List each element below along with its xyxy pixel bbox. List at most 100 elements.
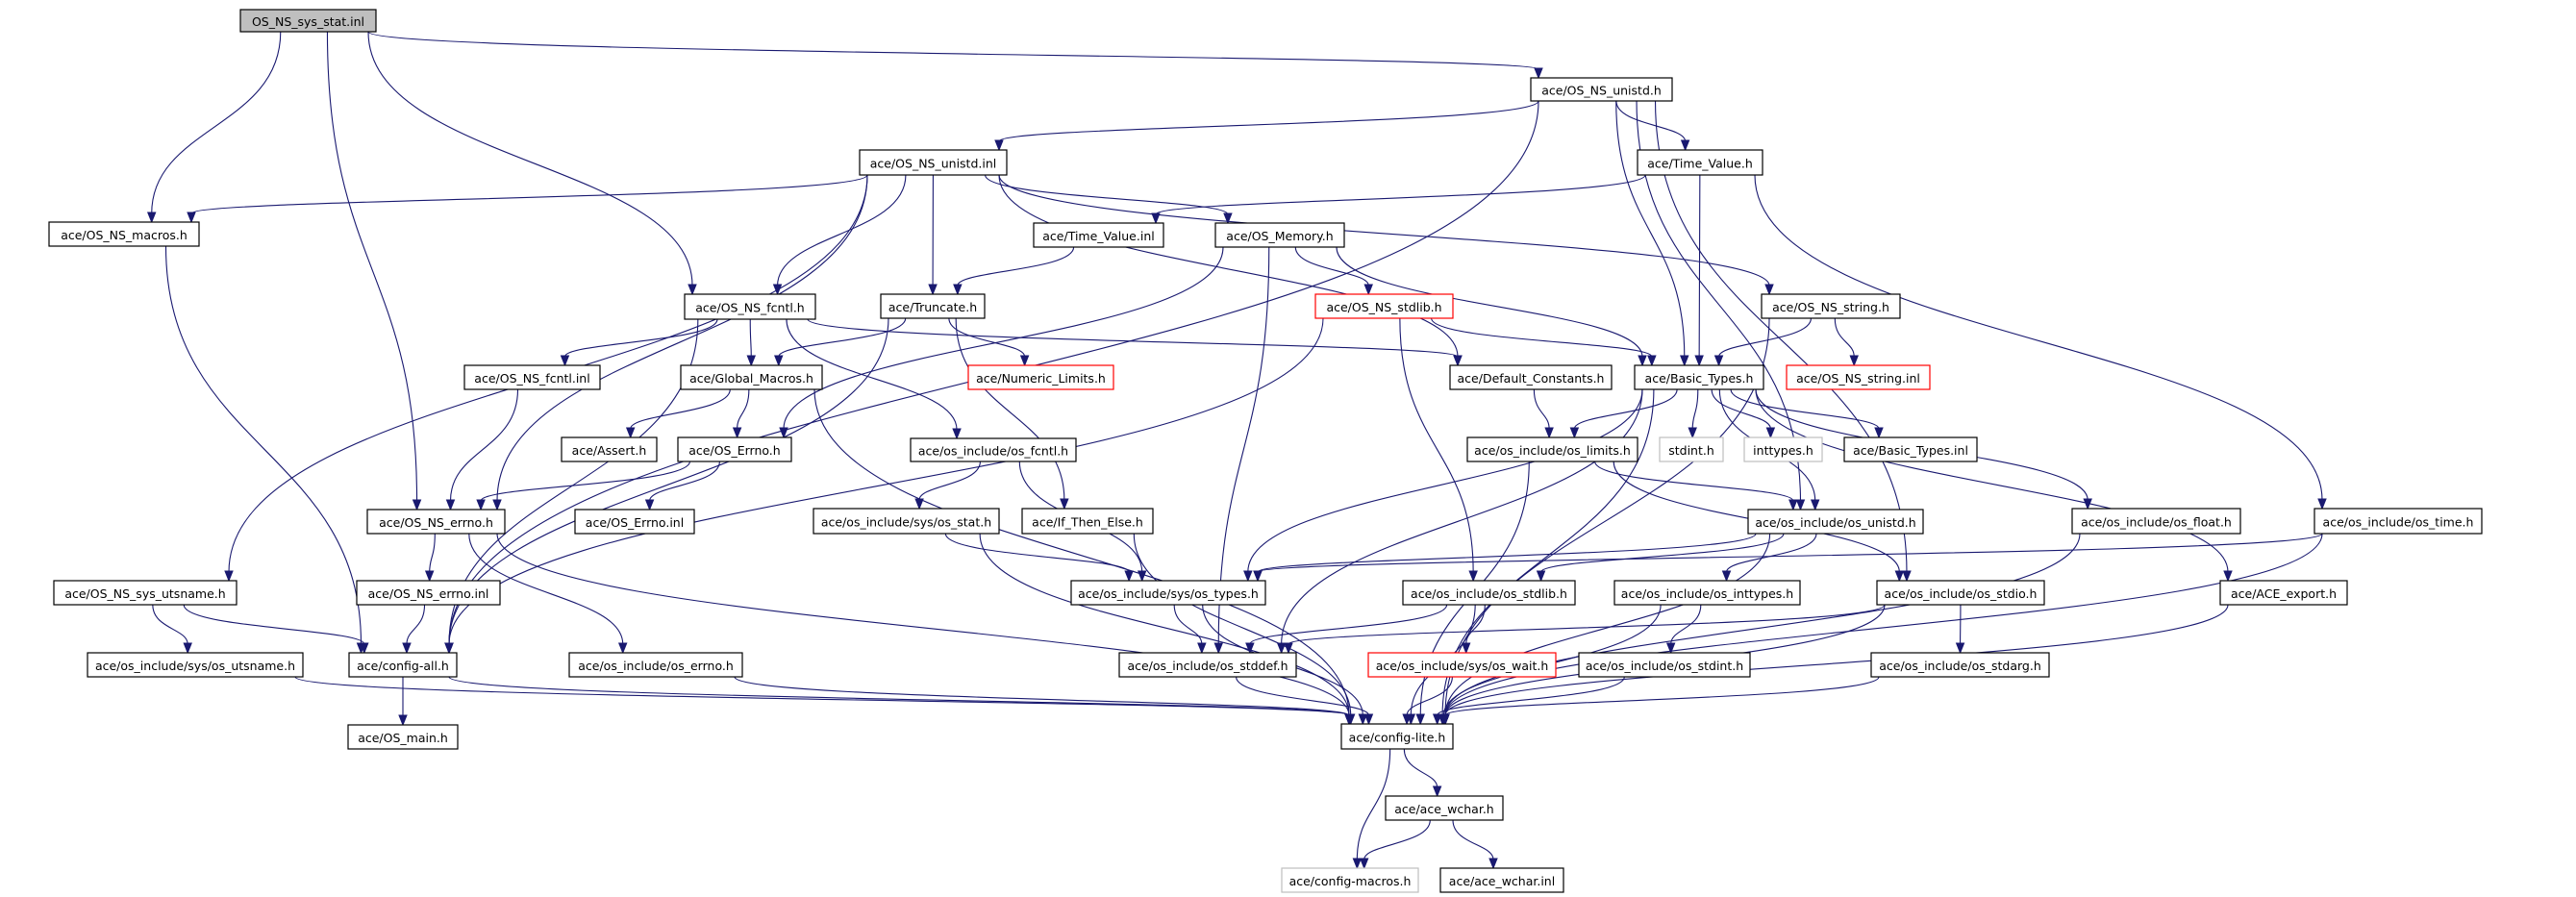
node-sys-os-utsname-h[interactable]: ace/os_include/sys/os_utsname.h	[87, 652, 304, 678]
node-box[interactable]	[348, 652, 458, 678]
node-box[interactable]	[1743, 436, 1823, 462]
node-box[interactable]	[1033, 222, 1164, 248]
node-box[interactable]	[1367, 652, 1557, 678]
node-box[interactable]	[684, 293, 816, 320]
node-box[interactable]	[2071, 508, 2241, 535]
node-box[interactable]	[1118, 652, 1297, 678]
node-os-ns-string-inl[interactable]: ace/OS_NS_string.inl	[1786, 364, 1931, 390]
node-box[interactable]	[2313, 508, 2483, 535]
node-box[interactable]	[1314, 293, 1454, 319]
node-config-macros-h[interactable]: ace/config-macros.h	[1281, 867, 1419, 893]
node-sys-os-wait-h[interactable]: ace/os_include/sys/os_wait.h	[1367, 652, 1557, 678]
node-box[interactable]	[1578, 652, 1751, 678]
node-os-ns-fcntl-h[interactable]: ace/OS_NS_fcntl.h	[684, 293, 816, 320]
node-os-ns-macros-h[interactable]: ace/OS_NS_macros.h	[48, 221, 200, 247]
node-box[interactable]	[677, 436, 792, 462]
node-os-ns-stdlib-h[interactable]: ace/OS_NS_stdlib.h	[1314, 293, 1454, 319]
node-ace-wchar-inl[interactable]: ace/ace_wchar.inl	[1439, 867, 1564, 893]
node-sys-os-stat-h[interactable]: ace/os_include/sys/os_stat.h	[813, 508, 1000, 535]
node-os-errno-h[interactable]: ace/OS_Errno.h	[677, 436, 792, 462]
node-box[interactable]	[880, 293, 986, 319]
node-box[interactable]	[1449, 364, 1613, 390]
node-os-float-h[interactable]: ace/os_include/os_float.h	[2071, 508, 2241, 535]
node-os-stdarg-h[interactable]: ace/os_include/os_stdarg.h	[1870, 652, 2050, 678]
node-os-ns-unistd-inl[interactable]: ace/OS_NS_unistd.inl	[859, 149, 1008, 176]
node-box[interactable]	[356, 580, 501, 606]
node-os-stdlib-h[interactable]: ace/os_include/os_stdlib.h	[1402, 580, 1576, 606]
node-box[interactable]	[1466, 436, 1638, 462]
node-os-ns-unistd-h[interactable]: ace/OS_NS_unistd.h	[1530, 77, 1673, 102]
node-box[interactable]	[910, 437, 1077, 462]
node-box[interactable]	[1637, 149, 1763, 176]
node-basic-types-inl[interactable]: ace/Basic_Types.inl	[1843, 436, 1978, 462]
node-box[interactable]	[53, 580, 238, 606]
node-os-stdio-h[interactable]: ace/os_include/os_stdio.h	[1876, 580, 2045, 606]
node-box[interactable]	[1747, 509, 1924, 535]
node-basic-types-h[interactable]: ace/Basic_Types.h	[1634, 364, 1764, 390]
node-box[interactable]	[1340, 723, 1454, 750]
node-box[interactable]	[2219, 580, 2348, 606]
node-stdint-h[interactable]: stdint.h	[1659, 436, 1724, 462]
node-config-lite-h[interactable]: ace/config-lite.h	[1340, 723, 1454, 750]
node-box[interactable]	[1843, 436, 1978, 462]
node-box[interactable]	[239, 9, 377, 33]
node-box[interactable]	[1439, 867, 1564, 893]
node-box[interactable]	[1281, 867, 1419, 893]
node-box[interactable]	[1214, 222, 1345, 248]
node-root[interactable]: OS_NS_sys_stat.inl	[239, 9, 377, 33]
node-os-main-h[interactable]: ace/OS_main.h	[347, 724, 459, 750]
node-box[interactable]	[1530, 77, 1673, 102]
node-sys-os-types-h[interactable]: ace/os_include/sys/os_types.h	[1070, 580, 1266, 606]
node-box[interactable]	[1659, 436, 1724, 462]
node-os-stddef-h[interactable]: ace/os_include/os_stddef.h	[1118, 652, 1297, 678]
node-time-value-inl[interactable]: ace/Time_Value.inl	[1033, 222, 1164, 248]
node-box[interactable]	[568, 652, 743, 678]
node-global-macros-h[interactable]: ace/Global_Macros.h	[680, 364, 823, 390]
node-box[interactable]	[859, 149, 1008, 176]
node-time-value-h[interactable]: ace/Time_Value.h	[1637, 149, 1763, 176]
node-box[interactable]	[1870, 652, 2050, 678]
node-box[interactable]	[680, 364, 823, 390]
node-box[interactable]	[1634, 364, 1764, 390]
node-os-time-h[interactable]: ace/os_include/os_time.h	[2313, 508, 2483, 535]
node-box[interactable]	[1402, 580, 1576, 606]
node-box[interactable]	[1761, 293, 1901, 319]
node-os-ns-fcntl-inl[interactable]: ace/OS_NS_fcntl.inl	[463, 364, 601, 390]
node-box[interactable]	[574, 509, 695, 535]
node-truncate-h[interactable]: ace/Truncate.h	[880, 293, 986, 319]
node-if-then-else-h[interactable]: ace/If_Then_Else.h	[1021, 508, 1154, 535]
node-box[interactable]	[87, 652, 304, 678]
node-os-errno-inl[interactable]: ace/OS_Errno.inl	[574, 509, 695, 535]
node-os-ns-sys-utsname-h[interactable]: ace/OS_NS_sys_utsname.h	[53, 580, 238, 606]
node-box[interactable]	[347, 724, 459, 750]
node-box[interactable]	[1070, 580, 1266, 606]
node-os-unistd-h[interactable]: ace/os_include/os_unistd.h	[1747, 509, 1924, 535]
node-box[interactable]	[967, 364, 1114, 390]
node-inttypes-h[interactable]: inttypes.h	[1743, 436, 1823, 462]
node-ace-export-h[interactable]: ace/ACE_export.h	[2219, 580, 2348, 606]
node-os-ns-errno-inl[interactable]: ace/OS_NS_errno.inl	[356, 580, 501, 606]
node-ace-wchar-h[interactable]: ace/ace_wchar.h	[1385, 795, 1504, 821]
node-box[interactable]	[561, 436, 658, 462]
node-os-memory-h[interactable]: ace/OS_Memory.h	[1214, 222, 1345, 248]
node-os-errno-sys-h[interactable]: ace/os_include/os_errno.h	[568, 652, 743, 678]
node-box[interactable]	[463, 364, 601, 390]
node-box[interactable]	[1021, 508, 1154, 535]
node-os-fcntl-h[interactable]: ace/os_include/os_fcntl.h	[910, 437, 1077, 462]
node-box[interactable]	[813, 508, 1000, 535]
node-box[interactable]	[48, 221, 200, 247]
node-box[interactable]	[366, 509, 506, 535]
node-os-stdint-h[interactable]: ace/os_include/os_stdint.h	[1578, 652, 1751, 678]
node-box[interactable]	[1613, 580, 1801, 606]
node-os-ns-string-h[interactable]: ace/OS_NS_string.h	[1761, 293, 1901, 319]
node-box[interactable]	[1876, 580, 2045, 606]
node-os-limits-h[interactable]: ace/os_include/os_limits.h	[1466, 436, 1638, 462]
node-numeric-limits-h[interactable]: ace/Numeric_Limits.h	[967, 364, 1114, 390]
node-box[interactable]	[1786, 364, 1931, 390]
node-os-ns-errno-h[interactable]: ace/OS_NS_errno.h	[366, 509, 506, 535]
node-config-all-h[interactable]: ace/config-all.h	[348, 652, 458, 678]
node-box[interactable]	[1385, 795, 1504, 821]
node-default-constants-h[interactable]: ace/Default_Constants.h	[1449, 364, 1613, 390]
node-assert-h[interactable]: ace/Assert.h	[561, 436, 658, 462]
node-os-inttypes-h[interactable]: ace/os_include/os_inttypes.h	[1613, 580, 1801, 606]
